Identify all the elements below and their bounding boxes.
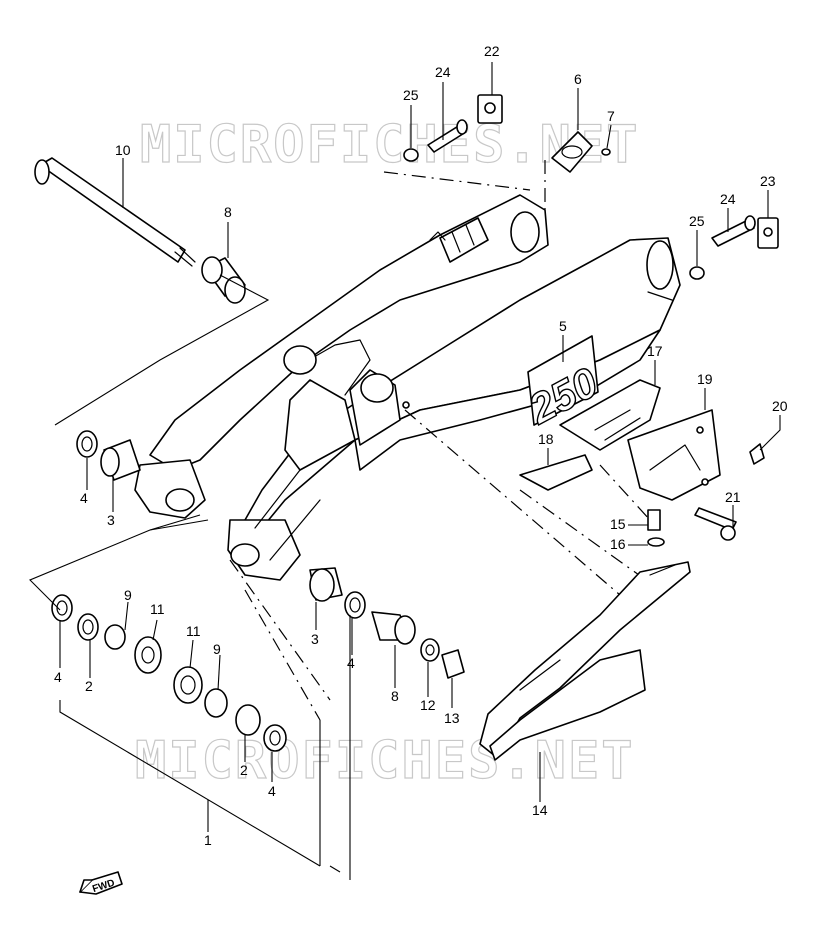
seals-center — [309, 567, 465, 679]
callout-21: 21 — [725, 489, 741, 505]
pivot-shaft — [34, 157, 196, 267]
assembly-lines — [229, 160, 661, 721]
callout-4-upper: 4 — [80, 490, 88, 506]
callout-4-left: 4 — [54, 669, 62, 685]
callout-24-top: 24 — [435, 64, 451, 80]
callout-3-lower: 3 — [311, 631, 319, 647]
callout-6: 6 — [574, 71, 582, 87]
callout-18: 18 — [538, 431, 554, 447]
leader-lines — [29, 62, 781, 880]
callout-2-left: 2 — [85, 678, 93, 694]
seals-left — [51, 430, 287, 752]
callout-10: 10 — [115, 142, 131, 158]
callout-8-top: 8 — [224, 204, 232, 220]
callout-4-mid: 4 — [268, 783, 276, 799]
sleeve-8-top — [201, 256, 246, 304]
callout-17: 17 — [647, 343, 663, 359]
callout-20: 20 — [772, 398, 788, 414]
callout-4-center: 4 — [347, 655, 355, 671]
callout-7: 7 — [607, 108, 615, 124]
brackets — [519, 379, 765, 547]
callout-25-right: 25 — [689, 213, 705, 229]
callout-22: 22 — [484, 43, 500, 59]
watermark-top: MICROFICHES.NET — [140, 115, 640, 175]
callout-9-left: 9 — [124, 587, 132, 603]
callout-13: 13 — [444, 710, 460, 726]
callout-11-left: 11 — [150, 601, 165, 617]
callout-14: 14 — [532, 802, 548, 818]
callout-12: 12 — [420, 697, 436, 713]
callout-16: 16 — [610, 536, 626, 552]
chain-slider — [479, 561, 691, 761]
callout-23: 23 — [760, 173, 776, 189]
callout-25-top: 25 — [403, 87, 419, 103]
chain-adjuster-right — [689, 215, 779, 280]
fwd-arrow: FWD — [79, 871, 123, 895]
callouts: 22 24 25 6 7 10 8 23 24 25 5 17 19 20 18… — [54, 43, 788, 848]
callout-15: 15 — [610, 516, 626, 532]
callout-9-mid: 9 — [213, 641, 221, 657]
callout-2-mid: 2 — [240, 762, 248, 778]
swingarm: 250 — [134, 194, 681, 581]
callout-3-upper: 3 — [107, 512, 115, 528]
guard-plate-6 — [551, 131, 611, 173]
callout-11-mid: 11 — [186, 623, 201, 639]
callout-8-lower: 8 — [391, 688, 399, 704]
callout-19: 19 — [697, 371, 713, 387]
callout-1: 1 — [204, 832, 212, 848]
watermark-bottom: MICROFICHES.NET — [135, 731, 635, 791]
callout-5: 5 — [559, 318, 567, 334]
chain-adjuster-top — [403, 94, 503, 162]
callout-24-right: 24 — [720, 191, 736, 207]
